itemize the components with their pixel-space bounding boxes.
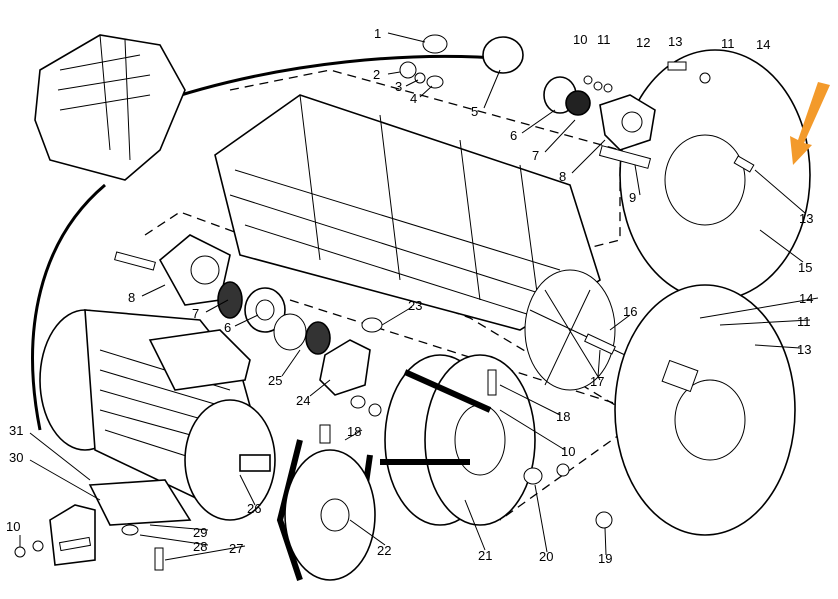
label-18: 18 [556, 409, 570, 424]
label-22: 22 [377, 543, 391, 558]
dash-guide-mid [144, 211, 642, 521]
label-18: 18 [347, 424, 361, 439]
label-8: 8 [128, 290, 135, 305]
label-11: 11 [597, 32, 611, 47]
label-2: 2 [373, 67, 380, 82]
label-11: 11 [797, 314, 811, 329]
label-7: 7 [532, 148, 539, 163]
label-27: 27 [229, 541, 243, 556]
label-30: 30 [9, 450, 23, 465]
label-20: 20 [539, 549, 553, 564]
label-26: 26 [247, 501, 261, 516]
label-13: 13 [799, 211, 813, 226]
motor-base [14, 479, 192, 571]
fan-pulley [380, 333, 616, 529]
fan-housing [34, 34, 186, 181]
belt-and-motor-pulley [276, 424, 376, 581]
label-19: 19 [598, 551, 612, 566]
left-bearing-parts [114, 234, 383, 417]
label-25: 25 [268, 373, 282, 388]
label-11: 11 [721, 36, 735, 51]
label-13: 13 [797, 342, 811, 357]
label-9: 9 [629, 190, 636, 205]
label-24: 24 [296, 393, 310, 408]
label-3: 3 [395, 79, 402, 94]
label-31: 31 [9, 423, 23, 438]
label-10: 10 [6, 519, 20, 534]
label-16: 16 [623, 304, 637, 319]
indicator-arrow [790, 82, 830, 165]
label-10: 10 [561, 444, 575, 459]
label-28: 28 [193, 539, 207, 554]
end-disc-lower [614, 284, 796, 536]
housing-curve-top [149, 54, 521, 107]
label-8: 8 [559, 169, 566, 184]
leader-lines [19, 32, 819, 561]
dash-guide-top [229, 69, 621, 271]
top-small-parts [399, 34, 755, 173]
impeller-drum [214, 94, 626, 391]
label-5: 5 [471, 104, 478, 119]
label-6: 6 [224, 320, 231, 335]
label-12: 12 [636, 35, 650, 50]
part-labels: 1 2 3 4 5 10 11 12 13 11 14 6 7 8 9 13 1… [6, 26, 813, 566]
end-disc-upper [619, 49, 811, 301]
label-23: 23 [408, 298, 422, 313]
housing-curve-left [31, 183, 106, 431]
label-1: 1 [374, 26, 381, 41]
label-4: 4 [410, 91, 417, 106]
label-21: 21 [478, 548, 492, 563]
label-15: 15 [798, 260, 812, 275]
electric-motor [39, 309, 276, 521]
label-17: 17 [590, 374, 604, 389]
label-10: 10 [573, 32, 587, 47]
label-7: 7 [192, 306, 199, 321]
label-6: 6 [510, 128, 517, 143]
label-14: 14 [799, 291, 813, 306]
label-29: 29 [193, 525, 207, 540]
label-13: 13 [668, 34, 682, 49]
label-14: 14 [756, 37, 770, 52]
